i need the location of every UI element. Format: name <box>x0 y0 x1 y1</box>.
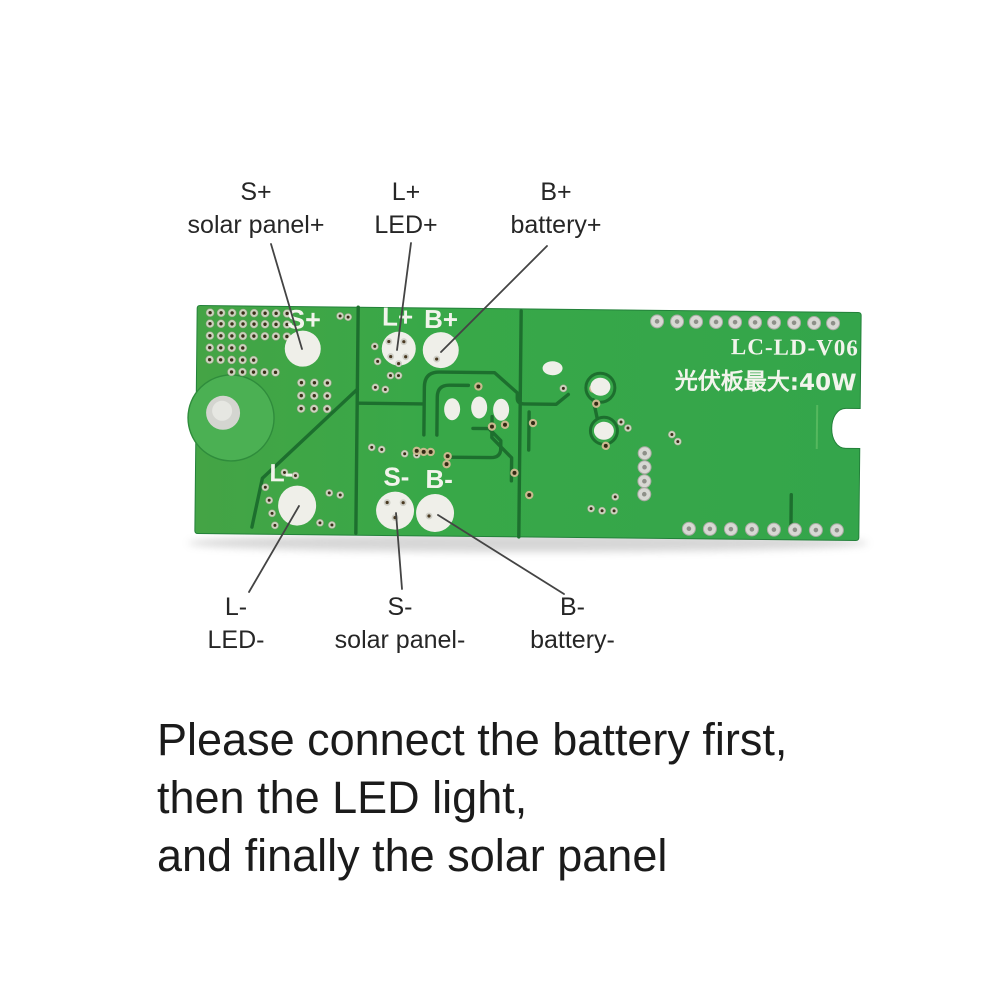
pointer-lines <box>248 242 565 595</box>
label-name: LED+ <box>374 211 438 239</box>
label-battery-minus: B- battery- <box>490 591 655 657</box>
label-led-plus: L+ LED+ <box>341 176 471 242</box>
board-power-label: 光伏板最大:40W <box>674 368 857 397</box>
via-grid-3x3 <box>296 378 332 414</box>
silkscreen-s-minus: S- <box>383 461 409 491</box>
pad-b-plus <box>422 332 459 369</box>
silkscreen-s-plus: S+ <box>287 304 321 334</box>
silkscreen-b-minus: B- <box>425 464 453 494</box>
pointer-b-plus <box>440 245 548 353</box>
label-code: S+ <box>240 178 272 206</box>
pad-l-minus <box>278 485 317 526</box>
pointer-l-minus <box>248 505 300 593</box>
scattered-holes <box>261 312 682 530</box>
label-name: solar panel+ <box>187 211 325 239</box>
label-solar-panel-plus: S+ solar panel+ <box>150 176 362 242</box>
label-solar-panel-minus: S- solar panel- <box>308 591 492 657</box>
connection-instructions: Please connect the battery first, then t… <box>157 711 787 885</box>
header-pads-bottom <box>681 521 844 538</box>
label-name: LED- <box>207 626 265 654</box>
label-code: B- <box>560 593 585 621</box>
label-battery-plus: B+ battery+ <box>478 176 634 242</box>
instruction-line: Please connect the battery first, <box>157 714 788 765</box>
instruction-line: then the LED light, <box>157 772 528 823</box>
label-name: solar panel- <box>334 626 466 654</box>
pointer-b-minus <box>437 514 565 595</box>
silkscreen-l-plus: L+ <box>382 301 413 331</box>
label-name: battery+ <box>510 211 602 239</box>
pad-column <box>637 446 652 502</box>
silkscreen-l-minus: L- <box>269 459 293 487</box>
pointer-l-plus <box>396 242 412 351</box>
copper-traces <box>250 305 793 539</box>
label-code: S- <box>387 593 413 621</box>
label-code: B+ <box>540 178 572 206</box>
pointer-s-plus <box>270 243 303 350</box>
mounting-hole <box>187 374 275 462</box>
pad-holes <box>383 338 441 522</box>
silkscreen-b-plus: B+ <box>424 304 458 334</box>
board-model-label: LC-LD-V06 <box>731 334 859 360</box>
pad-b-minus <box>416 494 455 533</box>
pointer-s-minus <box>395 512 403 590</box>
header-pads-top <box>650 314 841 331</box>
label-name: battery- <box>530 626 615 654</box>
label-code: L- <box>224 593 248 621</box>
via-grid-top-left <box>205 308 292 377</box>
pcb-board: S+ L+ B+ L- S- B- LC-LD-V06 光伏板最大:40W <box>187 301 862 541</box>
label-code: L+ <box>391 178 421 206</box>
label-led-minus: L- LED- <box>166 591 306 657</box>
ringed-holes <box>412 382 610 500</box>
instruction-line: and finally the solar panel <box>157 830 668 881</box>
